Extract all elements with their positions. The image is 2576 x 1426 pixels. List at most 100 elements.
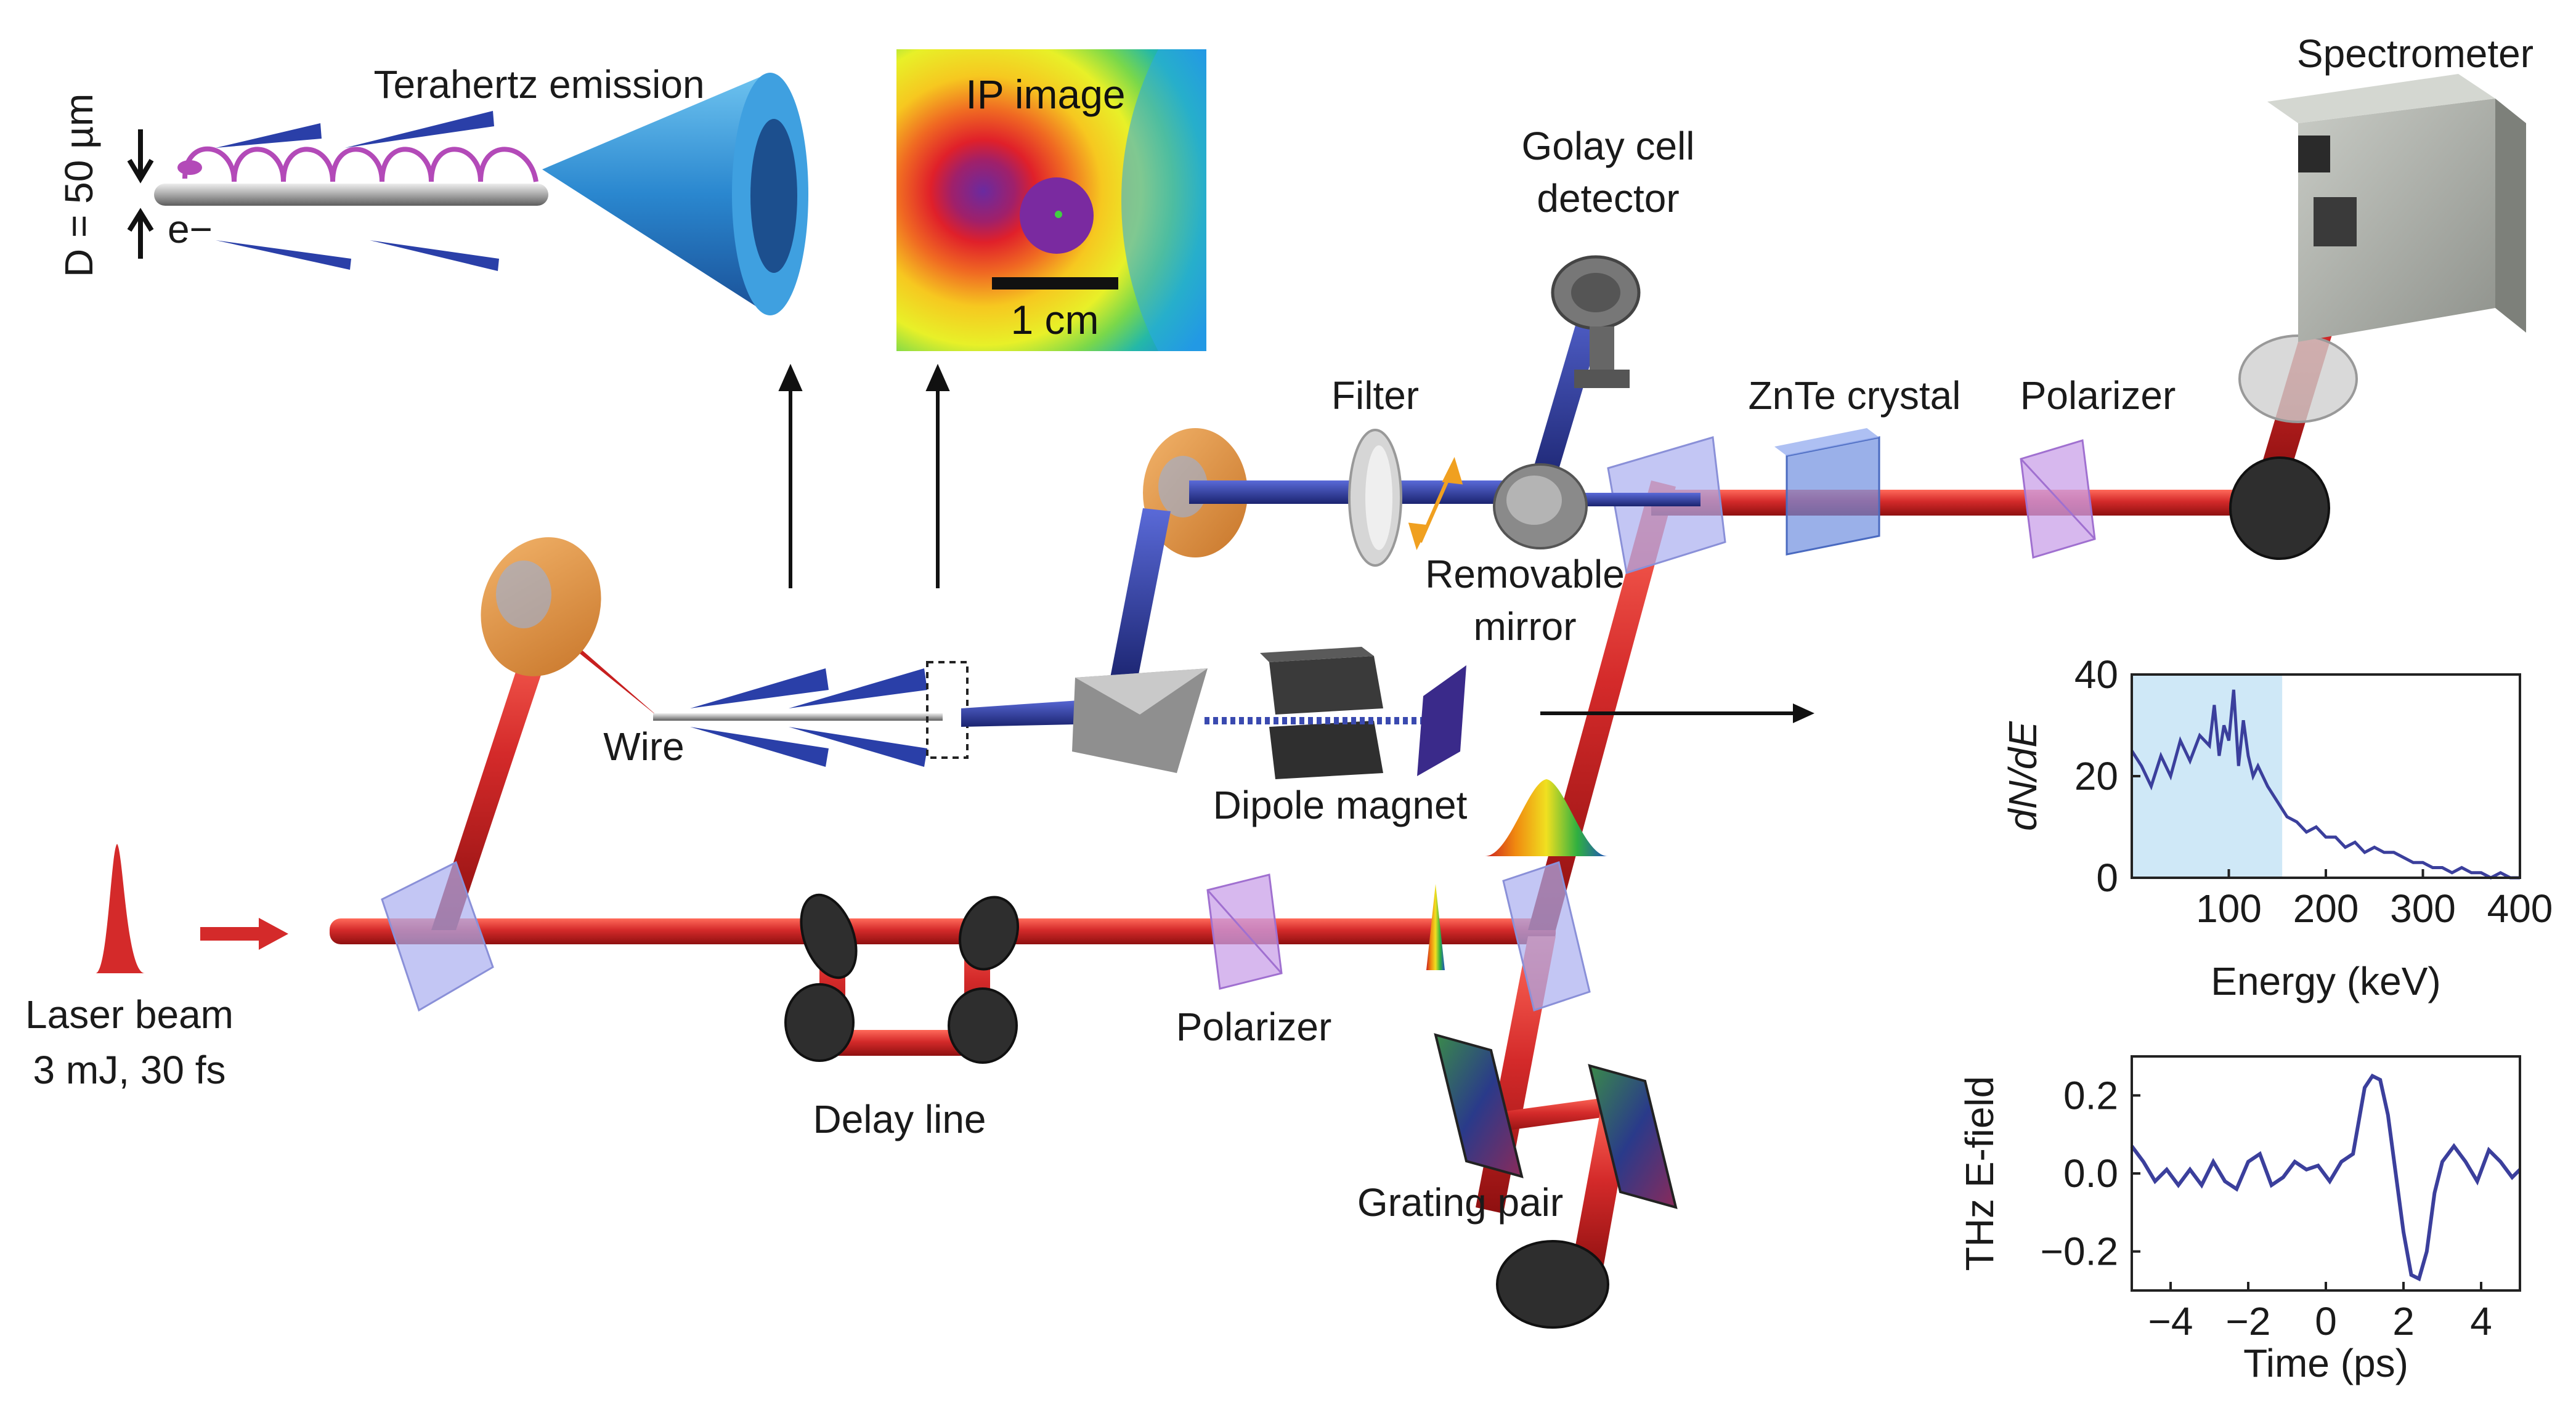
removable-mirror-icon xyxy=(1493,463,1588,549)
beam-splitters xyxy=(381,436,1726,1012)
energy-ytick-label: 0 xyxy=(2096,856,2118,900)
energy-ytick-label: 40 xyxy=(2074,652,2118,697)
spectrometer-lens-icon xyxy=(2238,334,2358,423)
thz-xlabel: Time (ps) xyxy=(2243,1341,2408,1385)
electron-spiral-icon xyxy=(182,146,538,182)
arrow-to-thz-inset-head-icon xyxy=(778,363,803,391)
spectrometer-icon xyxy=(2267,74,2526,342)
parabolic-mirror-icon xyxy=(481,537,601,676)
znte-crystal-icon xyxy=(1774,428,1880,556)
delay-mirror-2-icon xyxy=(784,983,855,1062)
energy-spectrum-line xyxy=(2130,689,2520,880)
wire-emission-inset: D = 50 µm xyxy=(57,73,808,315)
arrow-down-icon xyxy=(127,129,154,184)
delay-mirror-1-icon xyxy=(800,893,858,979)
main-laser-beam xyxy=(330,918,1556,944)
polarizer-bottom-icon xyxy=(1206,873,1283,990)
arrow-to-spectrum-head-icon xyxy=(1793,703,1814,723)
mirrors xyxy=(784,456,2330,1329)
wire-target xyxy=(653,661,969,767)
thz-ytick-label: 0.2 xyxy=(2063,1073,2118,1117)
wire-icon xyxy=(154,184,548,206)
polarizer-top-icon xyxy=(2020,439,2096,559)
grating-pair-label: Grating pair xyxy=(1357,1180,1564,1225)
terahertz-emission-label: Terahertz emission xyxy=(373,62,705,107)
beam-splitter-1-icon xyxy=(381,861,494,1012)
thz-xtick-label: 4 xyxy=(2470,1299,2492,1343)
emission-cone-icon xyxy=(542,73,808,315)
energy-shaded-region xyxy=(2132,675,2283,878)
wire-thz-lobes-icon xyxy=(690,668,927,767)
thz-xtick-label: −2 xyxy=(2226,1299,2271,1343)
small-spectrum-icon xyxy=(1426,884,1445,970)
thz-beam-to-mirror xyxy=(961,699,1103,727)
golay-label-line1: Golay cell xyxy=(1521,124,1695,168)
thz-ytick-label: −0.2 xyxy=(2041,1230,2118,1274)
ip-image-blue-region xyxy=(1121,49,1206,351)
wire-label: Wire xyxy=(603,724,685,769)
collection-cone-icon xyxy=(1072,668,1208,773)
delay-mirror-4-icon xyxy=(958,896,1020,971)
laser-input-arrow-icon xyxy=(200,918,288,950)
ip-image-inset: IP image 1 cm xyxy=(896,49,1206,351)
wire-target-icon xyxy=(653,713,943,721)
delay-line-label: Delay line xyxy=(813,1097,986,1141)
arrow-up-icon xyxy=(127,208,154,259)
laser-pulse-icon xyxy=(95,844,145,973)
thz-emission-lobes-icon xyxy=(216,111,499,271)
thz-xtick-label: 2 xyxy=(2392,1299,2415,1343)
dipole-magnet-icon xyxy=(1260,647,1383,779)
energy-xlabel: Energy (keV) xyxy=(2211,959,2440,1003)
golay-cell-icon xyxy=(1551,255,1641,388)
removable-mirror-label-line2: mirror xyxy=(1473,604,1577,649)
removable-arrow-icon xyxy=(1408,456,1463,551)
polarizer-bottom-label: Polarizer xyxy=(1176,1005,1332,1049)
thz-field-line xyxy=(2130,1073,2522,1282)
spectrometer-label: Spectrometer xyxy=(2296,31,2534,76)
electron-bunch-icon xyxy=(177,160,202,175)
grating-2-icon xyxy=(1588,1064,1678,1209)
golay-label-line2: detector xyxy=(1537,176,1680,221)
scale-bar xyxy=(992,277,1118,290)
arrow-to-ip-inset-head-icon xyxy=(925,363,950,391)
spectrometer-mirror-icon xyxy=(2229,456,2330,560)
thz-ytick-label: 0.0 xyxy=(2063,1151,2118,1196)
laser-beam-label-line1: Laser beam xyxy=(25,992,234,1037)
electron-label: e− xyxy=(168,207,213,251)
energy-xtick-label: 300 xyxy=(2390,886,2456,931)
dipole-magnet-label: Dipole magnet xyxy=(1213,783,1468,827)
wire-tip-box xyxy=(926,661,969,759)
energy-spectrum-chart: 100 200 300 400 0 20 40 Energy (keV) dN/dE xyxy=(2001,652,2553,1003)
delay-mirror-3-icon xyxy=(948,987,1018,1064)
polarizer-top-label: Polarizer xyxy=(2020,373,2176,418)
energy-ylabel: dN/dE xyxy=(2001,721,2045,831)
probe-horizontal-beam xyxy=(1651,490,2267,516)
energy-xtick-label: 100 xyxy=(2196,886,2262,931)
energy-xtick-label: 400 xyxy=(2487,886,2553,931)
filter-label: Filter xyxy=(1331,373,1420,418)
grating-pair xyxy=(1434,1033,1678,1209)
thz-xtick-label: 0 xyxy=(2315,1299,2337,1343)
ip-image-label: IP image xyxy=(965,71,1125,117)
grating-return-mirror-icon xyxy=(1496,1240,1609,1329)
image-plate-icon xyxy=(1417,665,1466,776)
grating-1-icon xyxy=(1434,1033,1524,1178)
filter-icon xyxy=(1348,429,1402,567)
grating-cross-beam xyxy=(1479,1096,1620,1133)
znte-crystal-label: ZnTe crystal xyxy=(1748,373,1961,418)
beam-splitter-2-icon xyxy=(1502,861,1591,1011)
energy-ytick-label: 20 xyxy=(2074,754,2118,798)
thz-beam-up xyxy=(1109,508,1171,684)
diameter-label: D = 50 µm xyxy=(57,94,101,277)
ip-image-center-dot xyxy=(1055,211,1062,218)
removable-mirror-label-line1: Removable xyxy=(1425,552,1625,596)
chirped-spectrum-icon xyxy=(1485,779,1608,856)
thz-xtick-label: −4 xyxy=(2148,1299,2193,1343)
scale-bar-label: 1 cm xyxy=(1010,297,1099,342)
thz-ylabel: THz E-field xyxy=(1957,1076,2002,1271)
energy-xtick-label: 200 xyxy=(2293,886,2359,931)
laser-beam-label-line2: 3 mJ, 30 fs xyxy=(33,1048,226,1092)
laser-up-beam xyxy=(431,610,561,930)
thz-field-chart: −4 −2 0 2 4 −0.2 0.0 0.2 Time (ps) THz E-field xyxy=(1957,1055,2522,1385)
